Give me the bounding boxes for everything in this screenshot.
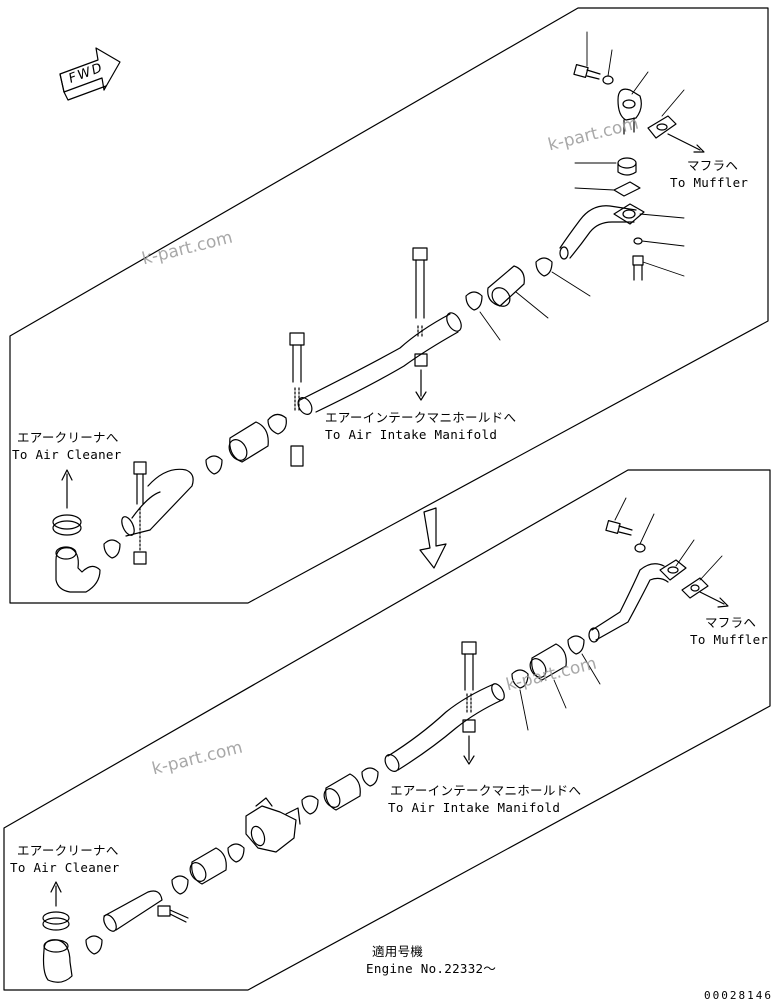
bottom-to-muffler-jp: マフラヘ — [705, 615, 757, 630]
applicable-jp: 適用号機 — [372, 944, 424, 959]
top-to-muffler-jp: マフラヘ — [687, 158, 739, 173]
top-to-air-intake-en: To Air Intake Manifold — [325, 427, 498, 442]
top-to-muffler-en: To Muffler — [670, 175, 749, 190]
bottom-to-air-cleaner-en: To Air Cleaner — [10, 860, 120, 875]
bottom-muffler-group — [588, 497, 729, 643]
top-to-air-cleaner-jp: エアークリーナへ — [17, 430, 119, 445]
bottom-to-air-intake-jp: エアーインテークマニホールドへ — [390, 783, 582, 798]
top-hoses-clamps — [52, 247, 591, 593]
top-to-air-cleaner-en: To Air Cleaner — [12, 447, 122, 462]
top-panel-frame — [9, 7, 769, 604]
bottom-to-air-intake-en: To Air Intake Manifold — [388, 800, 561, 815]
transition-arrow-icon — [419, 507, 447, 569]
bottom-hoses-clamps — [42, 635, 601, 983]
bottom-panel-frame — [3, 469, 771, 991]
bottom-to-muffler-en: To Muffler — [690, 632, 769, 647]
top-to-air-intake-jp: エアーインテークマニホールドへ — [325, 410, 517, 425]
top-muffler-group — [559, 31, 705, 281]
fwd-arrow-icon — [59, 47, 121, 101]
bottom-to-air-cleaner-jp: エアークリーナへ — [17, 843, 119, 858]
applicable-engine-no: Engine No.22332～ — [366, 961, 497, 976]
document-number: 00028146 — [704, 989, 773, 1002]
